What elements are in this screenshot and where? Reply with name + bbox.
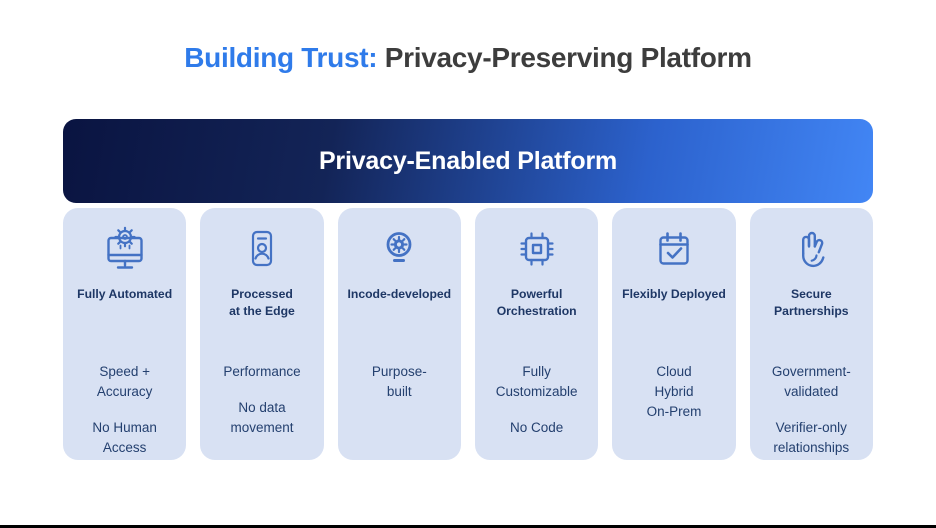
card-heading: Incode-developed [347, 287, 452, 301]
feature-card-processed-at-the-edge: Processed at the Edge Performance No dat… [200, 208, 324, 460]
platform-banner-label: Privacy-Enabled Platform [318, 146, 618, 175]
card-item: No data movement [230, 400, 294, 435]
id-badge-icon [237, 224, 287, 274]
card-body: Performance No data movement [223, 362, 300, 438]
card-item: Speed + Accuracy [96, 364, 153, 399]
card-item: No Code [510, 420, 564, 435]
page-title: Building Trust: Privacy-Preserving Platf… [0, 42, 936, 74]
feature-card-flexibly-deployed: Flexibly Deployed Cloud Hybrid On-Prem [612, 208, 736, 460]
page-title-highlight: Building Trust: [184, 42, 378, 73]
calendar-check-icon [649, 224, 699, 274]
feature-card-fully-automated: Fully Automated Speed + Accuracy No Huma… [63, 208, 187, 460]
bottom-border-bar [0, 525, 936, 528]
card-body: Cloud Hybrid On-Prem [647, 362, 702, 422]
lightbulb-gear-icon [374, 224, 424, 274]
card-item: Verifier-only relationships [773, 420, 850, 455]
card-heading: Fully Automated [77, 287, 173, 301]
card-body: Speed + Accuracy No Human Access [92, 362, 157, 458]
automation-monitor-gear-icon [100, 224, 150, 274]
card-heading: Processed at the Edge [229, 287, 295, 318]
card-heading: Flexibly Deployed [622, 287, 726, 301]
card-item: Performance [223, 364, 301, 379]
platform-banner: Privacy-Enabled Platform [63, 119, 873, 203]
feature-card-incode-developed: Incode-developed Purpose- built [337, 208, 461, 460]
card-item: No Human Access [92, 420, 157, 455]
feature-cards: Fully Automated Speed + Accuracy No Huma… [63, 208, 873, 460]
raised-hand-icon [786, 224, 836, 274]
card-body: Government- validated Verifier-only rela… [772, 362, 851, 458]
card-item: Fully Customizable [495, 364, 578, 399]
card-heading: Powerful Orchestration [496, 287, 577, 318]
cpu-chip-icon [512, 224, 562, 274]
card-body: Fully Customizable No Code [496, 362, 578, 438]
card-heading: Secure Partnerships [774, 287, 849, 318]
card-item: Government- validated [771, 364, 851, 399]
feature-card-secure-partnerships: Secure Partnerships Government- validate… [749, 208, 873, 460]
page-title-rest: Privacy-Preserving Platform [377, 42, 752, 73]
card-body: Purpose- built [372, 362, 427, 402]
card-item: Purpose- built [371, 364, 427, 399]
feature-card-powerful-orchestration: Powerful Orchestration Fully Customizabl… [474, 208, 599, 460]
card-item: Cloud Hybrid On-Prem [646, 364, 702, 419]
